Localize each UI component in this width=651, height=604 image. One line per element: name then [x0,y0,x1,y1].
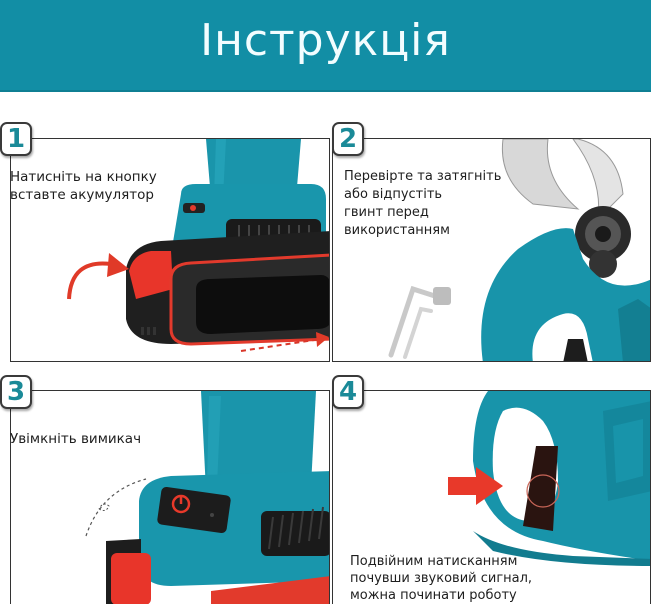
page-title: Інструкція [200,14,451,66]
step-4-number: 4 [338,377,358,407]
step-2-caption-line: або відпустіть [344,187,443,202]
step-1-number: 1 [6,124,26,154]
step-4-panel [332,390,651,604]
step-3-number: 3 [6,377,26,407]
drill-battery-insert-illustration [67,139,329,352]
step-2-caption-line: Перевірте та затягніть [344,169,502,184]
step-1-panel [10,138,330,362]
step-3-panel [10,390,330,604]
step-4-caption: Подвійним натисканням почувши звуковий с… [350,553,532,604]
step-3-caption-line: Увімкніть вимикач [10,431,142,447]
page-header: Інструкція [0,0,651,92]
step-2-number-badge: 2 [332,122,364,156]
pruner-blade-hex-key-illustration [388,139,650,361]
step-4-caption-line: почувши звуковий сигнал, [350,571,533,586]
step-1-caption-line: Натисніть на кнопку [10,169,157,185]
step-1-caption: Натисніть на кнопку вставте акумулятор [10,168,157,204]
step-1-caption-line: вставте акумулятор [10,187,154,203]
trigger-double-press-illustration [448,391,650,566]
step-3-caption: Увімкніть вимикач [10,430,141,448]
step-4-number-badge: 4 [332,375,364,409]
step-2-caption-line: використанням [344,223,450,238]
step-3-number-badge: 3 [0,375,32,409]
step-2-caption: Перевірте та затягніть або відпустіть гв… [344,168,501,240]
step-2-number: 2 [338,124,358,154]
power-switch-illustration [85,391,329,604]
step-4-caption-line: можна починати роботу [350,588,517,603]
step-4-caption-line: Подвійним натисканням [350,554,518,569]
step-1-number-badge: 1 [0,122,32,156]
step-2-caption-line: гвинт перед [344,205,429,220]
